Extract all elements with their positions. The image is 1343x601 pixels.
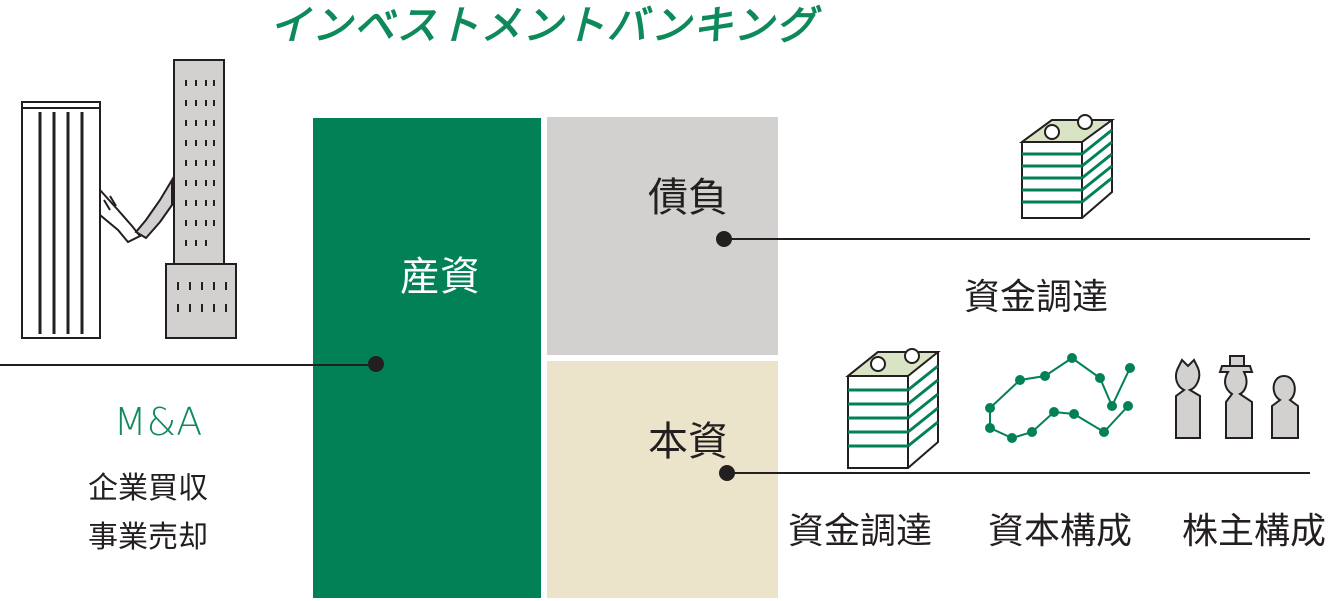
network-icon	[985, 353, 1135, 443]
money-stack-icon-top	[1018, 114, 1116, 219]
handshake-icon	[99, 176, 173, 244]
building-left-icon	[21, 101, 101, 339]
ma-heading: M&A	[113, 400, 203, 444]
equity-block	[547, 361, 778, 598]
asset-label: 資産	[393, 255, 479, 390]
equity-label: 資本	[641, 420, 727, 498]
liability-block	[547, 117, 778, 355]
shareholder-structure-label: 株主構成	[1182, 511, 1327, 552]
debt-financing-label: 資金調達	[964, 277, 1109, 318]
money-stack-icon-bottom	[845, 348, 941, 469]
shareholders-icon	[1175, 355, 1299, 439]
equity-dot	[719, 465, 735, 481]
building-right-icon	[165, 59, 237, 339]
liability-label: 負債	[641, 176, 727, 254]
capital-structure-label: 資本構成	[988, 511, 1133, 552]
ma-divestiture-text: 事業売却	[88, 520, 208, 555]
page-title: インベストメントバンキング	[270, 3, 818, 49]
equity-financing-label: 資金調達	[788, 511, 933, 552]
asset-block	[313, 118, 541, 598]
liability-dot	[716, 231, 732, 247]
ma-acquisition-text: 企業買収	[88, 471, 208, 506]
asset-dot	[368, 356, 384, 372]
